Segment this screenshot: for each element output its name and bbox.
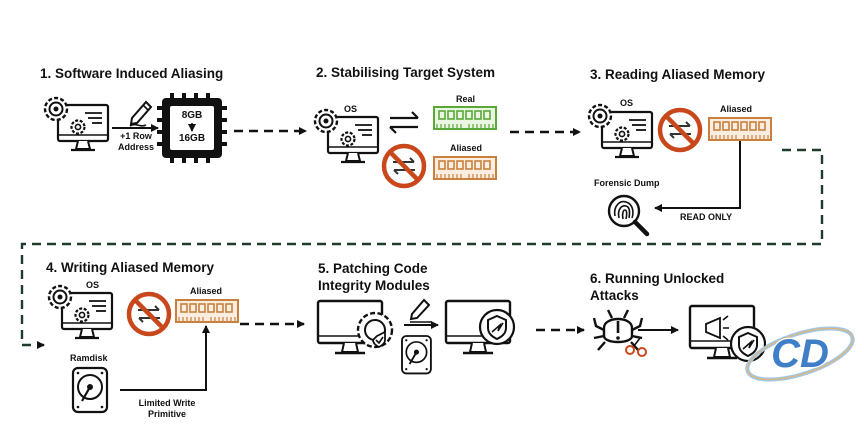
- write-primitive-label: Limited Write Primitive: [124, 398, 210, 420]
- flow-arrow-3-4: [20, 148, 824, 349]
- logo-text: CD: [771, 332, 829, 376]
- step2-real-label: Real: [456, 94, 476, 104]
- aliased-ram-icon: [708, 117, 772, 141]
- step6-title-line2: Attacks: [590, 288, 639, 303]
- step2-os-label: OS: [344, 104, 358, 114]
- step1-row-note-line2: Address: [117, 142, 154, 152]
- forensic-dump-label: Forensic Dump: [594, 178, 660, 188]
- step1-row-note: +1 Row Address: [112, 131, 160, 153]
- prohibited-swap-icon: [129, 294, 169, 334]
- step5-title-line1: 5. Patching Code: [318, 261, 428, 276]
- cd-logo: CD: [745, 326, 855, 382]
- read-only-label: READ ONLY: [680, 212, 733, 222]
- step4-aliased-label: Aliased: [190, 286, 223, 296]
- step1-title: 1. Software Induced Aliasing: [40, 66, 224, 81]
- aliased-ram-icon: [175, 299, 239, 323]
- step1-row-note-line1: +1 Row: [120, 131, 152, 141]
- step3-aliased-label: Aliased: [720, 104, 753, 114]
- write-primitive-line2: Primitive: [147, 409, 187, 419]
- computer-gears-icon: [43, 96, 110, 152]
- pen-icon: [409, 298, 432, 323]
- chip-size-top: 8GB: [181, 110, 203, 121]
- prohibited-swap-icon: [660, 110, 700, 150]
- step5-title-line2: Integrity Modules: [318, 278, 430, 293]
- os-computer-icon: [313, 108, 380, 164]
- prohibited-swap-icon: [384, 146, 424, 186]
- step6-title-line1: 6. Running Unlocked: [590, 271, 725, 286]
- step2-title: 2. Stabilising Target System: [316, 65, 496, 80]
- step2-aliased-label: Aliased: [450, 143, 483, 153]
- real-ram-icon: [433, 106, 497, 130]
- hard-disk-icon: [401, 335, 432, 375]
- aliased-ram-icon: [433, 156, 497, 180]
- gear-check-icon: [356, 311, 394, 349]
- step5-title: 5. Patching Code Integrity Modules: [318, 260, 430, 294]
- ramdisk-icon: [71, 366, 109, 414]
- fingerprint-magnifier-icon: [607, 194, 650, 237]
- os-computer-icon: [47, 284, 114, 340]
- ramdisk-label: Ramdisk: [70, 353, 108, 363]
- step3-os-label: OS: [620, 98, 634, 108]
- trumpet-icon: [705, 315, 729, 341]
- memory-chip-icon: [157, 93, 227, 163]
- os-computer-icon: [587, 103, 654, 159]
- swap-arrows-icon: [389, 111, 419, 134]
- step4-os-label: OS: [86, 280, 100, 290]
- shield-icon: [478, 308, 516, 346]
- network-nodes-icon: [625, 326, 679, 357]
- chip-size-bottom: 16GB: [178, 133, 206, 144]
- read-only-line: [654, 141, 741, 212]
- write-primitive-line1: Limited Write: [138, 398, 196, 408]
- write-line: [120, 325, 210, 391]
- step4-title: 4. Writing Aliased Memory: [46, 260, 215, 275]
- malware-bug-icon: [592, 309, 644, 351]
- step6-title: 6. Running Unlocked Attacks: [590, 270, 724, 304]
- step3-title: 3. Reading Aliased Memory: [590, 67, 766, 82]
- shield-icon: [729, 325, 767, 363]
- pen-icon: [129, 100, 153, 127]
